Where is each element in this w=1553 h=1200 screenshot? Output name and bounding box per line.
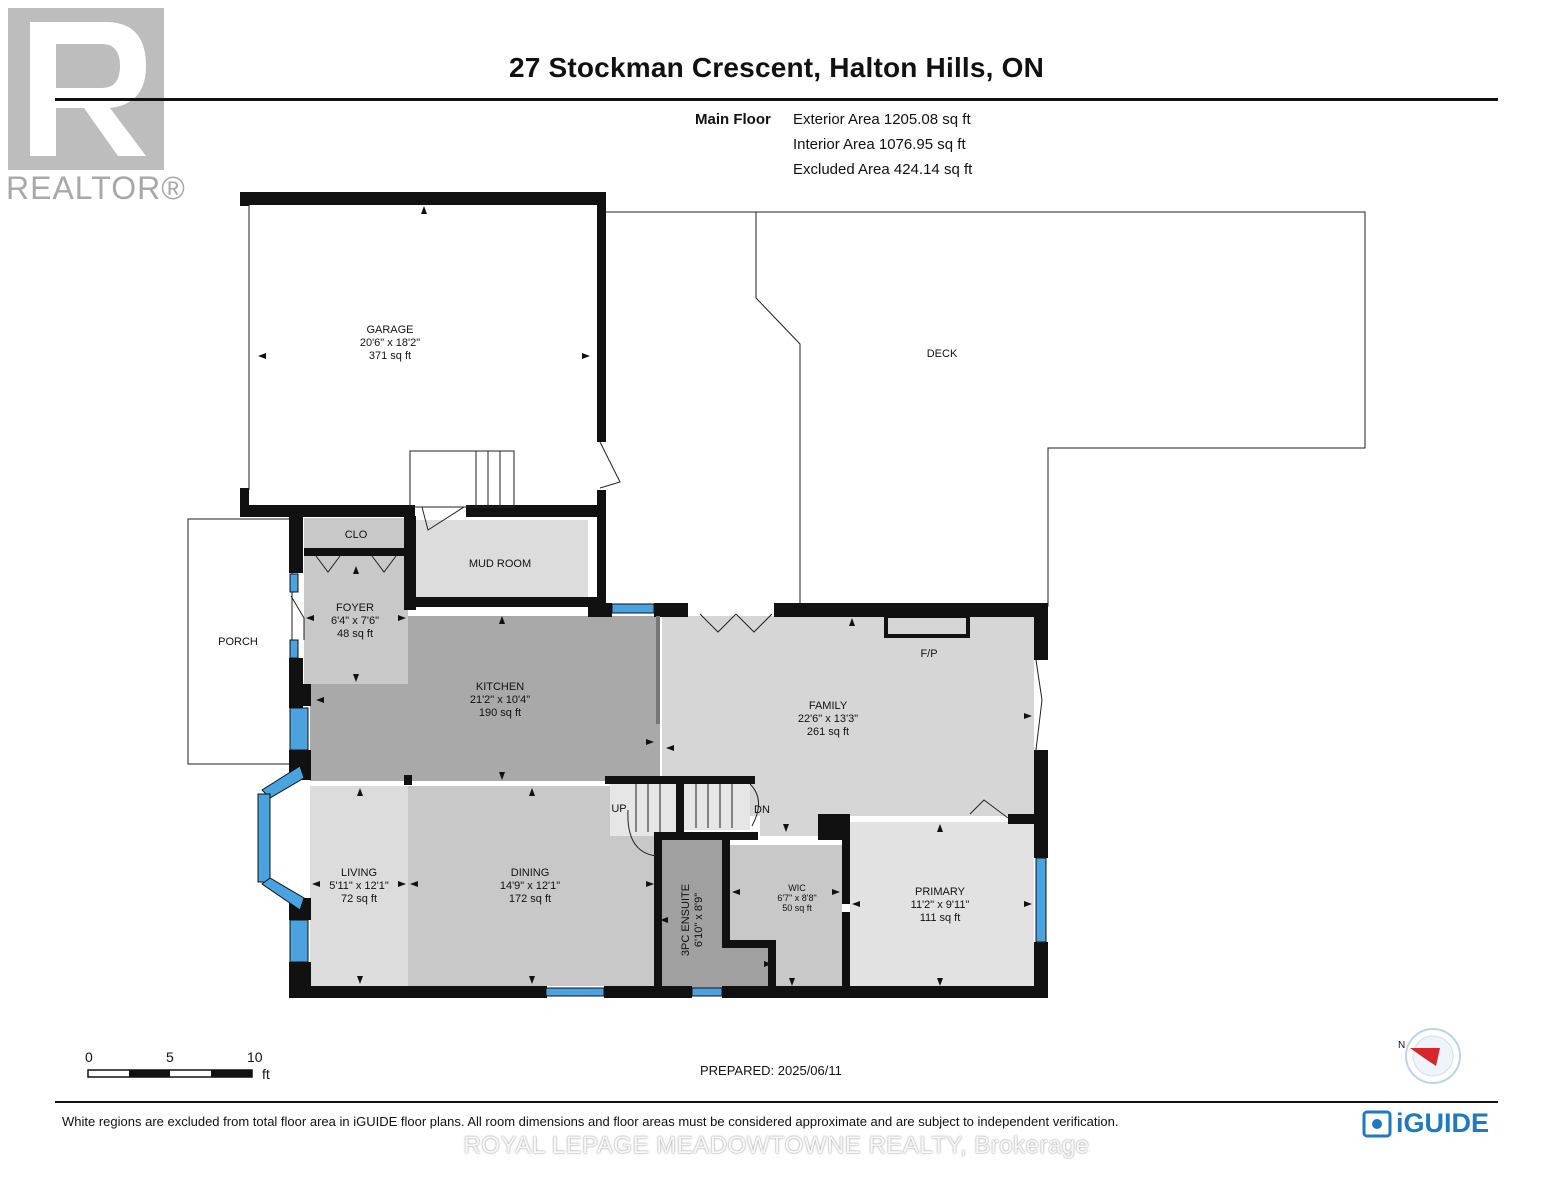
page-title: 27 Stockman Crescent, Halton Hills, ON — [508, 52, 1045, 83]
iguide-logo-icon — [1362, 1110, 1392, 1138]
family-fill-lower — [662, 780, 1034, 836]
windows — [257, 573, 1047, 997]
primary-area: 111 sq ft — [920, 912, 961, 924]
primary-fill — [850, 822, 1034, 988]
mud-room-fill — [415, 520, 588, 606]
ensuite-dims: 6'10" x 8'9" — [693, 893, 705, 947]
ensuite-name: 3PC ENSUITE — [680, 884, 692, 956]
stair-up-fill — [610, 780, 676, 836]
kitchen-area: 190 sq ft — [479, 707, 521, 719]
foyer-dims: 6'4" x 7'6" — [331, 615, 379, 627]
stair-down-fill — [684, 780, 750, 830]
foyer-fill — [304, 556, 408, 684]
compass-icon: N — [1398, 1028, 1461, 1084]
primary-dims: 11'2" x 9'11" — [911, 899, 970, 911]
garage-stair — [248, 205, 621, 531]
wic-fill — [730, 845, 842, 988]
deck-name: DECK — [927, 348, 958, 360]
wic-dims: 6'7" x 8'8" — [777, 893, 816, 903]
iguide-wordmark: iGUIDE — [1396, 1108, 1490, 1138]
living-dims: 5'11" x 12'1" — [329, 880, 389, 892]
dimension-arrows — [258, 206, 1032, 986]
footer-divider — [55, 1101, 1498, 1103]
garage-area: 371 sq ft — [369, 350, 411, 362]
iguide-brand: iGUIDE — [1396, 1108, 1489, 1139]
stairs-down-label: DN — [754, 804, 770, 816]
excluded-area: Excluded Area 424.14 sq ft — [793, 161, 973, 178]
ensuite-fill — [658, 838, 724, 988]
stairs-up-label: UP — [611, 803, 626, 815]
scale-tick-0: 0 — [85, 1049, 93, 1065]
dining-name: DINING — [511, 867, 550, 879]
scale-unit: ft — [262, 1066, 270, 1082]
mud-room-name: MUD ROOM — [469, 558, 531, 570]
kitchen-fill — [310, 616, 660, 781]
ensuite-fill-lower — [724, 940, 772, 988]
interior-stairs — [627, 616, 759, 857]
floor-label: Main Floor — [695, 111, 771, 128]
prepared-date: PREPARED: 2025/06/11 — [700, 1063, 842, 1078]
garage-fill — [248, 205, 598, 505]
porch-outline — [187, 518, 293, 765]
deck-outline — [605, 211, 1366, 607]
garage-dims: 20'6" x 18'2" — [360, 337, 420, 349]
kitchen-dims: 21'2" x 10'4" — [470, 694, 530, 706]
realtor-wordmark: REALTOR® — [6, 170, 186, 206]
exterior-area: Exterior Area 1205.08 sq ft — [793, 111, 971, 128]
interior-area: Interior Area 1076.95 sq ft — [793, 136, 966, 153]
brokerage-watermark: ROYAL LEPAGE MEADOWTOWNE REALTY, Brokera… — [463, 1132, 1090, 1159]
scale-tick-5: 5 — [166, 1049, 174, 1065]
scale-tick-10: 10 — [247, 1049, 263, 1065]
family-area: 261 sq ft — [807, 726, 849, 738]
porch-name: PORCH — [218, 636, 258, 648]
svg-text:N: N — [1398, 1040, 1405, 1051]
scale-bar — [87, 1069, 253, 1078]
walls — [240, 192, 1048, 998]
foyer-name: FOYER — [336, 602, 374, 614]
primary-name: PRIMARY — [915, 886, 966, 898]
realtor-r-icon — [8, 8, 164, 170]
disclaimer-text: White regions are excluded from total fl… — [62, 1114, 1119, 1129]
dining-area: 172 sq ft — [509, 893, 551, 905]
wic-area: 50 sq ft — [782, 903, 812, 913]
fireplace-label: F/P — [920, 648, 937, 660]
doors — [290, 555, 1043, 819]
clo-name: CLO — [345, 529, 368, 541]
dining-dims: 14'9" x 12'1" — [500, 880, 560, 892]
family-dims: 22'6" x 13'3" — [798, 713, 858, 725]
kitchen-name: KITCHEN — [476, 681, 524, 693]
living-name: LIVING — [341, 867, 377, 879]
foyer-area: 48 sq ft — [337, 628, 373, 640]
wic-name: WIC — [788, 883, 806, 893]
header-divider — [55, 98, 1498, 101]
family-name: FAMILY — [809, 700, 848, 712]
realtor-logo — [8, 8, 164, 170]
living-area: 72 sq ft — [341, 893, 377, 905]
living-fill — [310, 786, 408, 986]
garage-name: GARAGE — [366, 324, 413, 336]
